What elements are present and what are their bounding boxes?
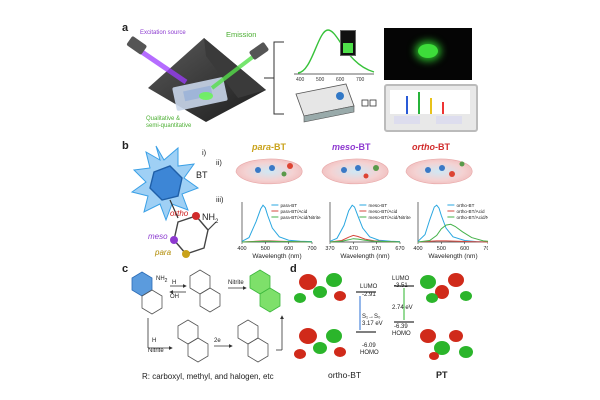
title-meso-bt: meso-BT [332,142,371,152]
emission-photo [384,28,472,80]
orbital-lumo-ortho [294,273,346,303]
x-tick-label: 500 [261,246,270,252]
lumo-label: LUMO [360,284,377,291]
molecule-bottom-left [178,320,208,362]
x-tick-label: 400 [413,246,422,252]
qualitative-label: Qualitative & semi-quantitative [146,116,191,130]
esp-surfaces [228,152,480,192]
gap-ortho: 3.17 eV [362,321,383,328]
molecule-product-green [250,270,280,312]
oh-minus-label: OH [170,294,179,301]
x-tick-label: 700 [483,246,488,252]
legend-entry: meso-BT/Acid [369,209,398,214]
sub-label-ii: ii) [216,158,222,167]
x-tick-label: 600 [460,246,469,252]
emission-curve [298,30,374,73]
lumo-pt-label: LUMO [392,276,409,283]
para-dot [182,250,190,258]
legend-entry: ortho-BT/Acid [457,209,486,214]
x-tick-label: 400 [237,246,246,252]
homo-value: -6.09 [362,343,376,350]
legend-entry: ortho-BT [457,203,475,208]
legend-entry: para-BT/Acid/Nitrite [281,215,322,220]
legend-entry: meso-BT/Acid/Nitrite [369,215,412,220]
x-axis-label: Wavelength (nm) [428,253,477,260]
series-line-2 [418,224,488,242]
molecule-bottom-right [238,320,268,362]
legend-entry: meso-BT [369,203,388,208]
x-tick-label: 470 [349,246,358,252]
emission-spectrum: 400 500 600 700 [290,24,380,84]
gap-pt: 2.74 eV [392,305,413,312]
homo-label: HOMO [360,350,379,357]
lumo-value: -2.91 [362,292,376,299]
legend-entry: para-BT [281,203,298,208]
tablet-readout [384,84,478,132]
title-para-bt: para-BT [252,142,286,152]
para-label: para [155,248,171,257]
molecule-protonated [190,270,220,312]
ortho-label: ortho [170,209,188,218]
h-plus-label: H [172,280,176,287]
nh2-label: NH2 [202,212,218,225]
x-tick-label: 600 [284,246,293,252]
meso-label: meso [148,232,168,241]
bt-label: BT [196,170,208,180]
x-tick-label: 500 [437,246,446,252]
homo-pt-value: -6.39 [394,324,408,331]
esp-ortho [406,159,472,184]
x-tick-label: 700 [307,246,316,252]
nitrite-label-top: Nitrite [228,280,244,287]
bracket [262,38,292,118]
pt-caption: PT [436,370,448,380]
x-axis-label: Wavelength (nm) [252,253,301,260]
nitrite-label-bottom: Nitrite [148,348,164,355]
legend-entry: para-BT/Acid [281,209,308,214]
legend-entry: ortho-BT/Acid/Nitrite [457,215,489,220]
orbital-homo-ortho [294,328,346,359]
orbital-homo-pt [420,329,473,360]
title-ortho-bt: ortho-BT [412,142,450,152]
two-electron-label: 2e [214,338,221,345]
nh2-top-label: NH2 [156,276,167,285]
h-plus-label-2: H [152,338,156,345]
x-tick-label: 670 [395,246,404,252]
ortho-bt-caption: ortho-BT [328,370,361,380]
excitation-source-label: Excitation source [140,30,188,37]
x-axis-label: Wavelength (nm) [340,253,389,260]
ortho-dot [192,212,200,220]
esp-para [236,159,302,184]
meso-dot [170,236,178,244]
x-tick-label: 570 [372,246,381,252]
vial-photo [340,30,356,56]
lumo-pt-value: -3.51 [394,283,408,290]
sub-label-i: i) [202,148,206,157]
orbital-diagram [290,270,480,380]
x-tick-label: 370 [325,246,334,252]
s1-s0-label: S₁→S₀ [362,314,381,321]
spectrometer-device [292,82,382,126]
sub-label-iii: iii) [216,195,224,204]
series-line-2 [242,241,312,242]
emission-label: Emission [226,30,256,39]
esp-meso [322,159,388,184]
homo-pt-label: HOMO [392,331,411,338]
r-groups-note: R: carboxyl, methyl, and halogen, etc [142,372,274,381]
orbital-lumo-pt [420,273,472,303]
